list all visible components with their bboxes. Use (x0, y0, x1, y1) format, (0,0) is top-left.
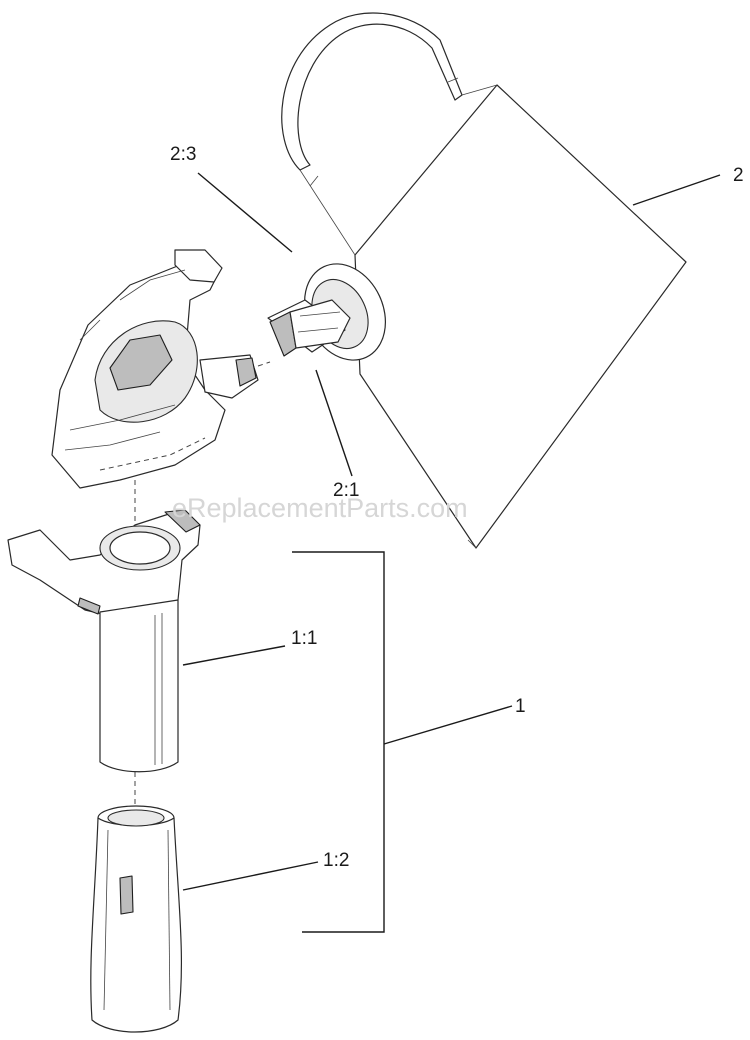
callout-2-3: 2:3 (170, 144, 196, 165)
blower-housing (51, 249, 259, 489)
leader-2-3 (197, 172, 293, 253)
bag-adapter (267, 299, 351, 357)
callout-1-1: 1:1 (291, 628, 317, 649)
alignment-line-adapter (257, 361, 271, 367)
leader-1 (383, 705, 513, 745)
callout-2: 2 (733, 165, 744, 186)
callout-1: 1 (515, 696, 526, 717)
callout-1-2: 1:2 (323, 850, 349, 871)
bracket-1 (292, 551, 385, 933)
leader-2 (632, 174, 721, 206)
watermark: eReplacementParts.com (172, 493, 468, 523)
leader-1-2 (182, 861, 319, 891)
leader-1-1 (182, 645, 286, 666)
callout-2-1: 2:1 (333, 480, 359, 501)
leader-2-1 (315, 369, 353, 477)
lower-nozzle (90, 805, 183, 1033)
upper-tube (7, 509, 201, 773)
